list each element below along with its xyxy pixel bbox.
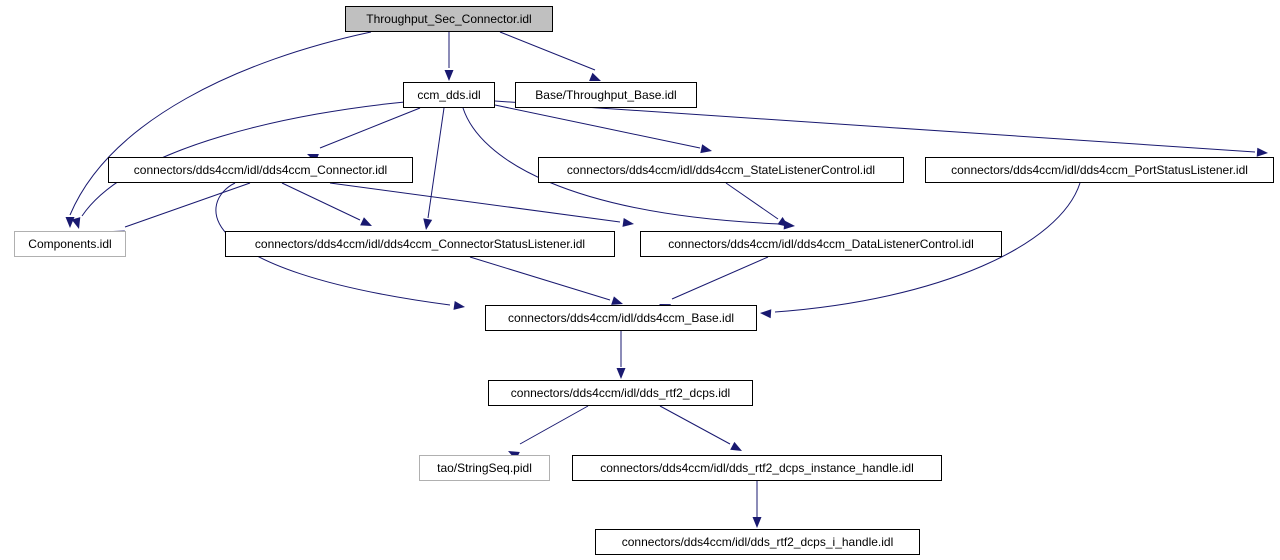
arrowhead-ccm_dds-to-dds4ccm_connectorstatuslistener bbox=[423, 218, 433, 230]
node-dds4ccm_base[interactable]: connectors/dds4ccm/idl/dds4ccm_Base.idl bbox=[485, 305, 757, 331]
node-dds4ccm_connectorstatuslistener[interactable]: connectors/dds4ccm/idl/dds4ccm_Connector… bbox=[225, 231, 615, 257]
arrowhead-ccm_dds-to-components bbox=[71, 217, 81, 229]
arrowhead-ccm_dds-to-dds4ccm_datalistenercontrol bbox=[783, 220, 795, 230]
arrowhead-dds4ccm_connector-to-dds4ccm_connectorstatuslistener bbox=[360, 217, 372, 226]
edge-ccm_dds-to-dds4ccm_connectorstatuslistener bbox=[427, 107, 445, 219]
node-label-dds4ccm_base: connectors/dds4ccm/idl/dds4ccm_Base.idl bbox=[507, 311, 735, 325]
edge-dds4ccm_connectorstatuslistener-to-dds4ccm_base bbox=[469, 256, 611, 301]
arrowhead-dds_rtf2_dcps_instance_handle-to-dds_rtf2_dcps_i_handle bbox=[752, 517, 762, 528]
node-label-dds_rtf2_dcps_instance_handle: connectors/dds4ccm/idl/dds_rtf2_dcps_ins… bbox=[600, 461, 914, 475]
arrowhead-ccm_dds-to-dds4ccm_portstatuslistener bbox=[1256, 147, 1268, 157]
node-dds4ccm_statelistenercontrol[interactable]: connectors/dds4ccm/idl/dds4ccm_StateList… bbox=[538, 157, 904, 183]
node-label-components: Components.idl bbox=[28, 237, 112, 251]
arrowhead-throughput_sec_connector-to-ccm_dds bbox=[444, 70, 454, 81]
node-label-dds4ccm_connectorstatuslistener: connectors/dds4ccm/idl/dds4ccm_Connector… bbox=[254, 237, 586, 251]
node-dds4ccm_datalistenercontrol[interactable]: connectors/dds4ccm/idl/dds4ccm_DataListe… bbox=[640, 231, 1002, 257]
node-label-throughput_sec_connector: Throughput_Sec_Connector.idl bbox=[366, 12, 532, 26]
node-dds_rtf2_dcps[interactable]: connectors/dds4ccm/idl/dds_rtf2_dcps.idl bbox=[488, 380, 753, 406]
edge-dds_rtf2_dcps-to-dds_rtf2_dcps_instance_handle bbox=[659, 405, 731, 445]
arrowhead-dds4ccm_base-to-dds_rtf2_dcps bbox=[616, 368, 626, 379]
edge-arrowheads bbox=[65, 70, 1268, 528]
node-ccm_dds[interactable]: ccm_dds.idl bbox=[403, 82, 495, 108]
node-label-dds4ccm_connector: connectors/dds4ccm/idl/dds4ccm_Connector… bbox=[133, 163, 388, 177]
node-throughput_sec_connector[interactable]: Throughput_Sec_Connector.idl bbox=[345, 6, 553, 32]
node-dds4ccm_connector[interactable]: connectors/dds4ccm/idl/dds4ccm_Connector… bbox=[108, 157, 413, 183]
arrowhead-dds4ccm_connectorstatuslistener-to-dds4ccm_base bbox=[611, 296, 623, 305]
arrowhead-dds_rtf2_dcps-to-dds_rtf2_dcps_instance_handle bbox=[730, 441, 742, 451]
node-dds_rtf2_dcps_i_handle[interactable]: connectors/dds4ccm/idl/dds_rtf2_dcps_i_h… bbox=[595, 529, 920, 555]
arrowhead-dds4ccm_connector-to-dds4ccm_datalistenercontrol bbox=[622, 218, 634, 227]
node-dds4ccm_portstatuslistener[interactable]: connectors/dds4ccm/idl/dds4ccm_PortStatu… bbox=[925, 157, 1274, 183]
node-label-dds4ccm_statelistenercontrol: connectors/dds4ccm/idl/dds4ccm_StateList… bbox=[566, 163, 876, 177]
node-label-dds4ccm_datalistenercontrol: connectors/dds4ccm/idl/dds4ccm_DataListe… bbox=[668, 237, 974, 251]
edge-paths bbox=[69, 31, 1256, 517]
node-label-dds_rtf2_dcps_i_handle: connectors/dds4ccm/idl/dds_rtf2_dcps_i_h… bbox=[621, 535, 894, 549]
arrowhead-ccm_dds-to-dds4ccm_statelistenercontrol bbox=[700, 144, 712, 154]
edge-dds_rtf2_dcps-to-tao_stringseq bbox=[519, 405, 589, 445]
arrowhead-dds4ccm_portstatuslistener-to-dds4ccm_base bbox=[760, 309, 772, 319]
edge-ccm_dds-to-dds4ccm_statelistenercontrol bbox=[494, 104, 701, 149]
edge-dds4ccm_connector-to-components bbox=[124, 182, 251, 228]
node-throughput_base[interactable]: Base/Throughput_Base.idl bbox=[515, 82, 697, 108]
node-label-tao_stringseq: tao/StringSeq.pidl bbox=[437, 461, 532, 475]
edge-dds4ccm_datalistenercontrol-to-dds4ccm_base bbox=[671, 256, 769, 300]
arrowhead-dds4ccm_statelistenercontrol-to-dds4ccm_datalistenercontrol bbox=[777, 217, 789, 227]
arrowhead-throughput_sec_connector-to-components bbox=[65, 217, 75, 228]
arrowhead-dds4ccm_connector-to-dds4ccm_base bbox=[453, 301, 465, 310]
node-components[interactable]: Components.idl bbox=[14, 231, 126, 257]
edge-ccm_dds-to-components bbox=[81, 101, 406, 217]
edge-throughput_sec_connector-to-throughput_base bbox=[499, 31, 596, 71]
edge-dds4ccm_connector-to-dds4ccm_datalistenercontrol bbox=[329, 182, 621, 223]
edge-throughput_sec_connector-to-components bbox=[69, 31, 372, 216]
edge-dds4ccm_statelistenercontrol-to-dds4ccm_datalistenercontrol bbox=[725, 182, 779, 220]
node-label-ccm_dds: ccm_dds.idl bbox=[417, 88, 481, 102]
arrowhead-throughput_sec_connector-to-throughput_base bbox=[589, 72, 601, 82]
edge-ccm_dds-to-dds4ccm_connector bbox=[319, 107, 421, 149]
edge-dds4ccm_portstatuslistener-to-dds4ccm_base bbox=[774, 182, 1081, 313]
edge-ccm_dds-to-dds4ccm_portstatuslistener bbox=[494, 100, 1256, 153]
edge-dds4ccm_connector-to-dds4ccm_connectorstatuslistener bbox=[281, 182, 361, 221]
node-label-dds_rtf2_dcps: connectors/dds4ccm/idl/dds_rtf2_dcps.idl bbox=[510, 386, 731, 400]
node-dds_rtf2_dcps_instance_handle[interactable]: connectors/dds4ccm/idl/dds_rtf2_dcps_ins… bbox=[572, 455, 942, 481]
node-label-throughput_base: Base/Throughput_Base.idl bbox=[535, 88, 677, 102]
node-label-dds4ccm_portstatuslistener: connectors/dds4ccm/idl/dds4ccm_PortStatu… bbox=[951, 163, 1248, 177]
node-tao_stringseq[interactable]: tao/StringSeq.pidl bbox=[419, 455, 550, 481]
